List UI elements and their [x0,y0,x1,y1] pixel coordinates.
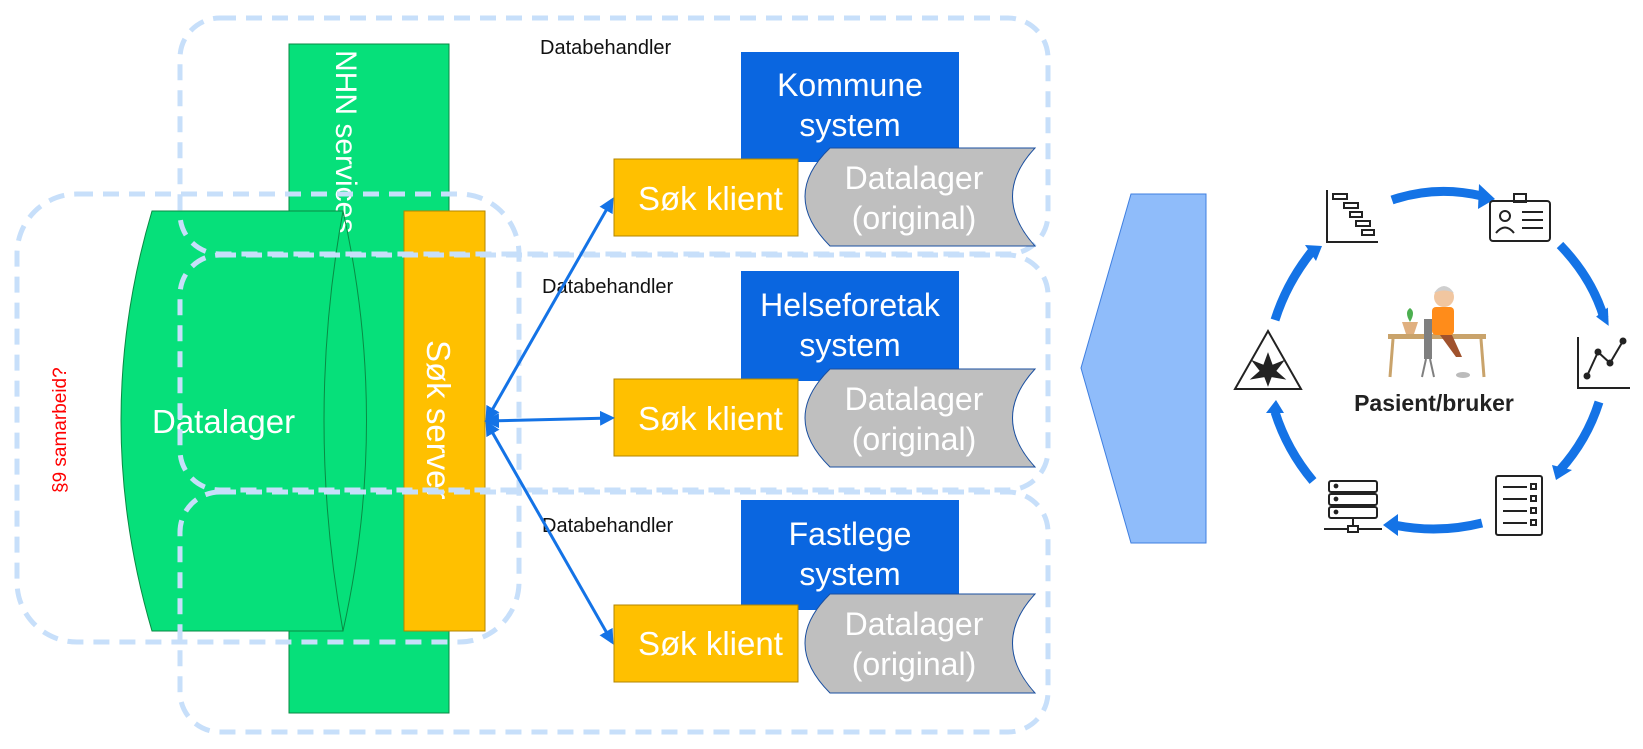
original-store-line2: (original) [852,646,976,682]
system-name-line2: system [799,556,900,592]
pointer-shape [1080,193,1207,544]
cycle-arrow [1556,400,1604,474]
sok-server-bar: Søk server [403,210,486,632]
system-name-line1: Fastlege [789,516,912,552]
search-client-label: Søk klient [638,400,783,437]
original-store-line1: Datalager [845,160,984,196]
system-row-1: Kommune system Søk klient Datalager (ori… [613,52,1037,247]
checklist-icon [1495,475,1543,536]
databehandler-label-1: Databehandler [540,37,672,59]
search-client-box [613,158,799,237]
original-store-cylinder [804,368,1037,468]
system-box [741,500,959,610]
care-cycle: Pasient/bruker [1233,184,1630,536]
search-client-box [613,604,799,683]
connector-arrows [484,197,615,645]
original-store-line1: Datalager [845,606,984,642]
search-client-label: Søk klient [638,180,783,217]
system-box [741,271,959,381]
cycle-arrow [1390,186,1484,205]
cycle-arrowhead [1552,465,1572,480]
system-row-3: Fastlege system Søk klient Datalager (or… [613,500,1037,694]
connector-arrow-1 [485,197,614,422]
gantt-chart-icon [1326,190,1378,243]
dashed-group-outlines [14,15,1051,735]
system-name-line1: Helseforetak [760,287,941,323]
cycle-arrowhead [1383,514,1398,536]
cycle-arrowhead [1478,184,1495,209]
original-store-cylinder [804,593,1037,694]
cycle-arrow [1393,518,1484,534]
samarbeid-label: §9 samarbeid? [50,367,71,493]
patient-label: Pasient/bruker [1354,390,1514,416]
system-row-2: Helseforetak system Søk klient Datalager… [613,271,1037,468]
server-network-icon [1324,480,1382,533]
cycle-arrow [1556,241,1609,320]
cycle-arrowhead [1266,400,1284,413]
original-store-line1: Datalager [845,381,984,417]
system-box [741,52,959,162]
connector-arrow-3 [485,420,614,645]
nhn-services-label: NHN services [329,50,362,233]
original-store-line2: (original) [852,200,976,236]
cycle-arrow [1270,410,1317,484]
cycle-arrowhead [1305,245,1322,261]
central-datalager: Datalager [120,210,367,632]
databehandler-group-3 [177,489,1051,735]
sok-server-label: Søk server [420,340,457,500]
cycle-arrow [1270,247,1317,322]
databehandler-label-3: Databehandler [542,515,674,537]
line-chart-icon [1577,337,1630,389]
id-card-icon [1489,193,1551,242]
hazard-warning-icon [1233,328,1303,390]
cycle-arrows [1270,186,1609,534]
central-datalager-label: Datalager [152,403,295,440]
original-store-line2: (original) [852,421,976,457]
connector-arrow-2 [484,410,615,429]
system-name-line2: system [799,327,900,363]
samarbeid-group [14,191,522,645]
original-store-cylinder [804,147,1037,247]
cycle-arrowheads [1266,184,1609,536]
search-client-box [613,378,799,457]
system-name-line1: Kommune [777,67,923,103]
patient-illustration [1388,286,1486,378]
cycle-arrowhead [1596,307,1609,326]
system-name-line2: system [799,107,900,143]
search-client-label: Søk klient [638,625,783,662]
